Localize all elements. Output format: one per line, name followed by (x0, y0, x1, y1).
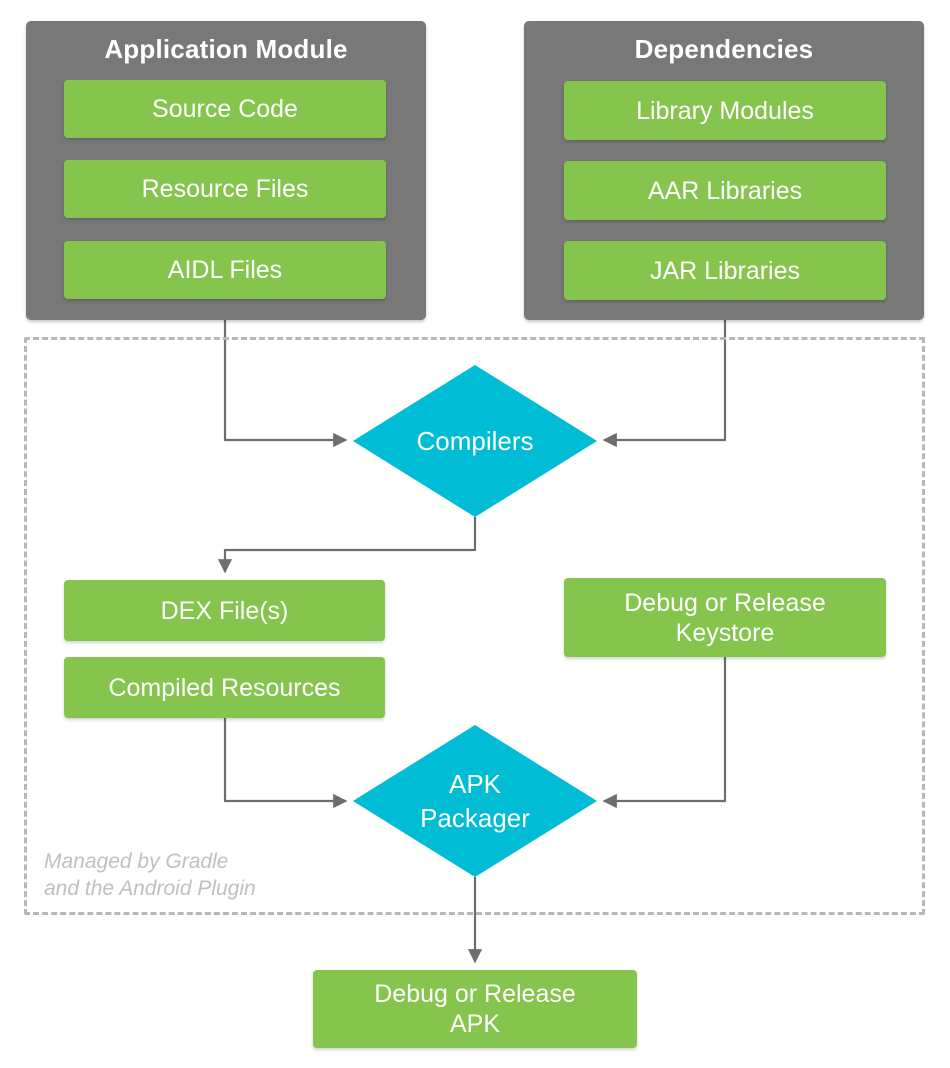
artifact-keystore: Debug or Release Keystore (564, 578, 886, 657)
process-apk-packager: APK Packager (353, 725, 597, 877)
artifact-compiled-resources: Compiled Resources (64, 657, 385, 718)
managed-by-gradle-region (24, 337, 925, 915)
compilers-label: Compilers (416, 426, 534, 456)
item-aidl-files: AIDL Files (64, 241, 386, 299)
apk-packager-label: APK Packager (420, 769, 530, 833)
process-compilers: Compilers (353, 365, 597, 517)
item-aar-libraries: AAR Libraries (564, 161, 886, 220)
item-library-modules: Library Modules (564, 81, 886, 140)
artifact-dex-files: DEX File(s) (64, 580, 385, 641)
artifact-output-apk: Debug or Release APK (313, 970, 637, 1048)
application-module-title: Application Module (104, 34, 348, 64)
item-source-code: Source Code (64, 80, 386, 138)
item-jar-libraries: JAR Libraries (564, 241, 886, 300)
item-resource-files: Resource Files (64, 160, 386, 218)
dependencies-title: Dependencies (634, 34, 814, 64)
managed-by-gradle-caption: Managed by Gradle and the Android Plugin (44, 850, 256, 900)
